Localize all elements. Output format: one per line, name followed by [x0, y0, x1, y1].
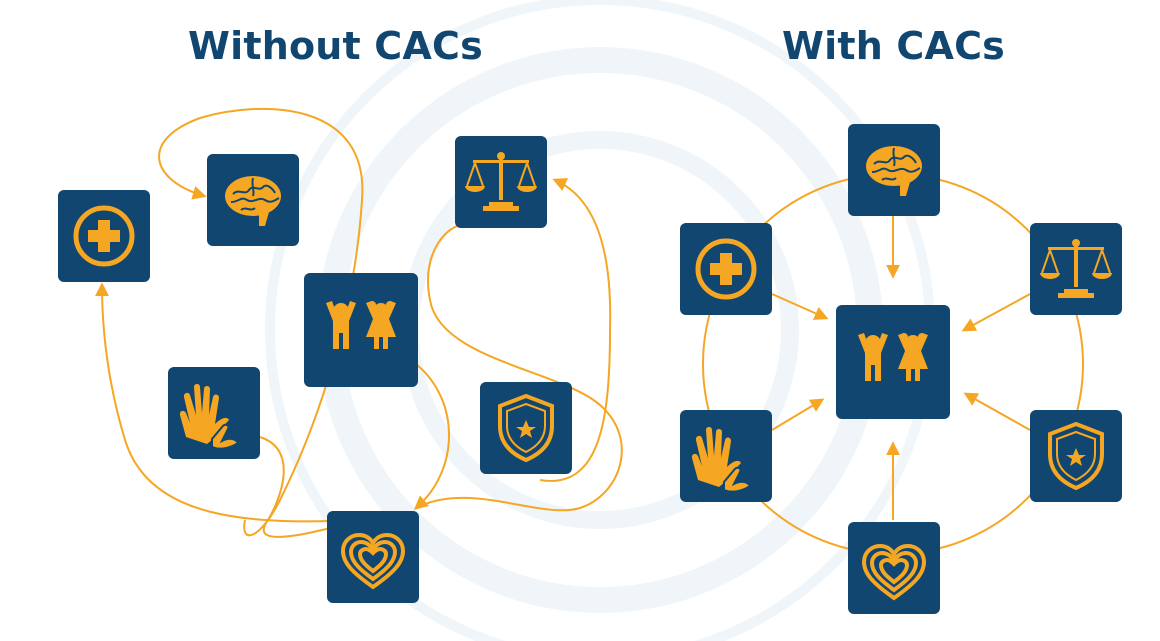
tile-medical-left [58, 190, 150, 282]
police-shield-icon [498, 393, 554, 463]
brain-icon [866, 146, 922, 196]
arrow-medical-center [771, 293, 829, 320]
tile-brain-left [207, 154, 299, 246]
medical-cross-icon [695, 238, 757, 300]
tile-hands-left [168, 367, 260, 459]
left-connectors [95, 107, 623, 538]
hands-icon [179, 384, 240, 450]
path-hands [259, 436, 361, 538]
title-without-cacs: Without CACs [188, 24, 483, 68]
tile-hands-right [680, 410, 772, 502]
arrow-shield-center [963, 392, 1031, 431]
tile-scales-right [1030, 223, 1122, 315]
tile-children-left [304, 273, 418, 387]
tile-hearts-right [848, 522, 940, 614]
police-shield-icon [1048, 421, 1104, 491]
tile-shield-left [480, 382, 572, 474]
arrow-scales-center [961, 293, 1031, 332]
path-to-scales [539, 178, 612, 482]
children-icon [858, 333, 928, 381]
path-to-brain [158, 117, 207, 200]
tile-scales-left [455, 136, 547, 228]
children-icon [326, 301, 396, 349]
title-with-cacs: With CACs [782, 24, 1005, 68]
tile-children-right [836, 305, 950, 419]
path-to-medical [95, 282, 361, 523]
arrow-hands-center [771, 398, 825, 431]
path-hearts-right [415, 224, 623, 512]
hands-icon [691, 427, 752, 493]
tile-hearts-left [327, 511, 419, 603]
scales-of-justice-icon [465, 152, 537, 211]
tile-medical-right [680, 223, 772, 315]
medical-cross-icon [73, 205, 135, 267]
tile-shield-right [1030, 410, 1122, 502]
scales-of-justice-icon [1040, 239, 1112, 298]
hearts-icon [340, 532, 406, 590]
hearts-icon [861, 543, 927, 601]
brain-icon [225, 176, 281, 226]
path-to-hearts [413, 363, 450, 510]
tile-brain-right [848, 124, 940, 216]
